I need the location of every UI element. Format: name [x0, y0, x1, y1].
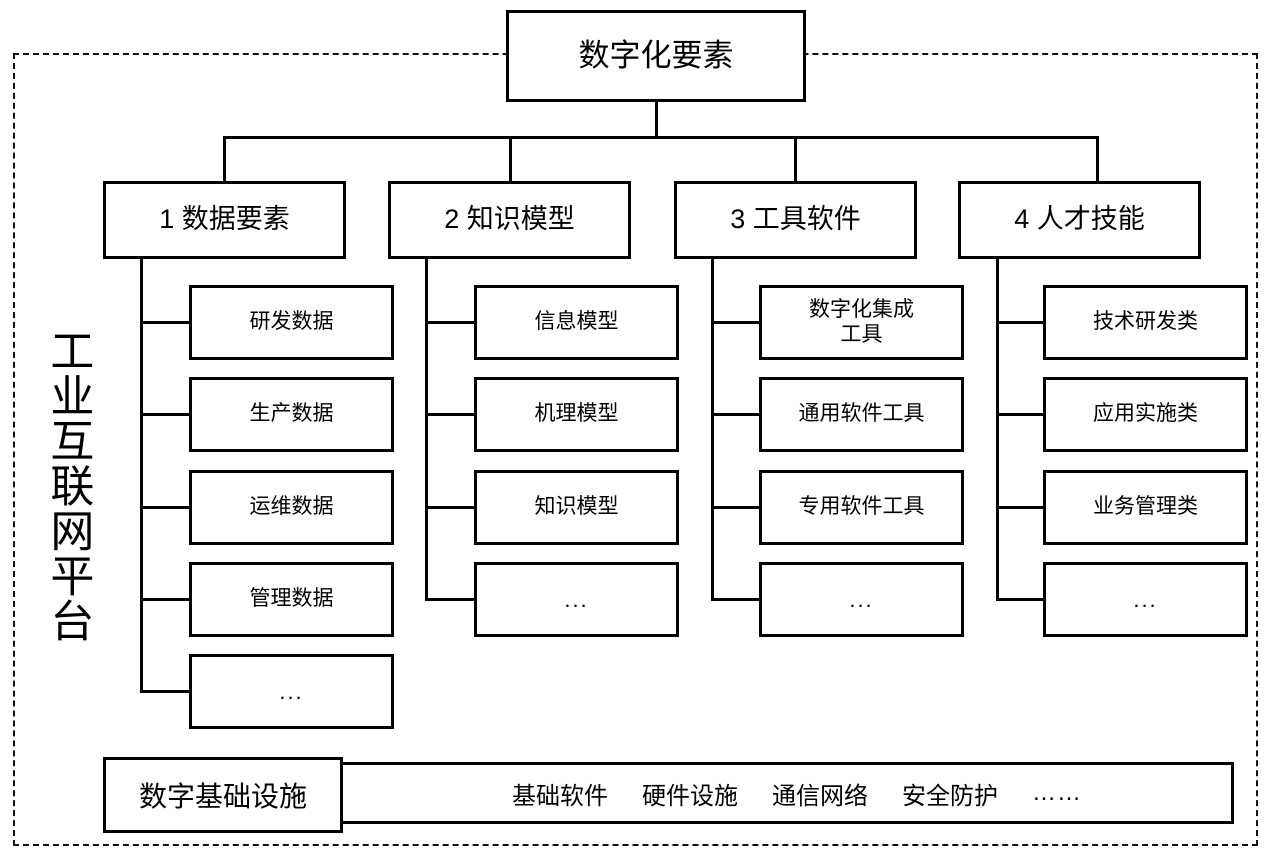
- connector-branch-3-1: [711, 321, 762, 324]
- leaf-node-3-4-ellipsis[interactable]: ...: [759, 562, 964, 637]
- leaf-node-1-4-label: 管理数据: [249, 587, 334, 611]
- category-node-3-label: 3 工具软件: [730, 204, 861, 235]
- leaf-node-1-5-ellipsis[interactable]: ...: [189, 654, 394, 729]
- root-node-digital-elements[interactable]: 数字化要素: [506, 10, 806, 102]
- connector-branch-2-3: [425, 506, 477, 509]
- connector-trunk-4: [996, 259, 999, 599]
- leaf-node-4-4-ellipsis[interactable]: ...: [1043, 562, 1248, 637]
- connector-branch-2-1: [425, 321, 477, 324]
- leaf-node-4-3[interactable]: 业务管理类: [1043, 470, 1248, 545]
- connector-trunk-1: [140, 259, 143, 691]
- category-node-1[interactable]: 1 数据要素: [103, 181, 346, 259]
- infrastructure-label: 数字基础设施: [138, 781, 307, 812]
- leaf-node-1-2[interactable]: 生产数据: [189, 377, 394, 452]
- connector-root-stem: [655, 102, 658, 138]
- connector-trunk-2: [425, 259, 428, 599]
- leaf-node-1-1[interactable]: 研发数据: [189, 285, 394, 360]
- connector-bus-drop-1: [223, 136, 226, 181]
- leaf-node-1-2-label: 生产数据: [249, 402, 334, 426]
- leaf-node-3-3[interactable]: 专用软件工具: [759, 470, 964, 545]
- leaf-node-2-3-label: 知识模型: [534, 495, 619, 519]
- connector-bus-drop-2: [509, 136, 512, 181]
- connector-branch-4-3: [996, 506, 1046, 509]
- leaf-node-2-4-label: ...: [564, 586, 589, 612]
- connector-branch-3-2: [711, 413, 762, 416]
- leaf-node-2-3[interactable]: 知识模型: [474, 470, 679, 545]
- leaf-node-2-2[interactable]: 机理模型: [474, 377, 679, 452]
- leaf-node-4-4-label: ...: [1133, 586, 1158, 612]
- connector-branch-3-3: [711, 506, 762, 509]
- connector-branch-2-4: [425, 598, 477, 601]
- platform-label: 工业互联网平台: [43, 327, 93, 643]
- infrastructure-item-4[interactable]: 安全防护: [902, 782, 998, 810]
- leaf-node-3-2-label: 通用软件工具: [798, 402, 925, 426]
- infrastructure-item-2[interactable]: 硬件设施: [642, 782, 738, 810]
- connector-bus-drop-4: [1096, 136, 1099, 181]
- category-node-3[interactable]: 3 工具软件: [674, 181, 917, 259]
- connector-bus-drop-3: [794, 136, 797, 181]
- leaf-node-4-1-label: 技术研发类: [1093, 310, 1198, 334]
- leaf-node-1-4[interactable]: 管理数据: [189, 562, 394, 637]
- leaf-node-2-1-label: 信息模型: [534, 310, 619, 334]
- leaf-node-4-1[interactable]: 技术研发类: [1043, 285, 1248, 360]
- leaf-node-3-1-label: 数字化集成 工具: [809, 297, 914, 346]
- leaf-node-3-1[interactable]: 数字化集成 工具: [759, 285, 964, 360]
- leaf-node-3-3-label: 专用软件工具: [798, 495, 925, 519]
- leaf-node-1-1-label: 研发数据: [249, 310, 334, 334]
- category-node-2[interactable]: 2 知识模型: [388, 181, 631, 259]
- connector-branch-4-1: [996, 321, 1046, 324]
- category-node-1-label: 1 数据要素: [159, 204, 290, 235]
- leaf-node-4-2[interactable]: 应用实施类: [1043, 377, 1248, 452]
- leaf-node-1-5-label: ...: [279, 678, 304, 704]
- leaf-node-2-1[interactable]: 信息模型: [474, 285, 679, 360]
- category-node-4[interactable]: 4 人才技能: [958, 181, 1201, 259]
- leaf-node-4-3-label: 业务管理类: [1093, 495, 1198, 519]
- leaf-node-1-3-label: 运维数据: [249, 495, 334, 519]
- infrastructure-items: 基础软件 硬件设施 通信网络 安全防护 ……: [360, 762, 1234, 824]
- connector-branch-1-3: [140, 506, 192, 509]
- connector-branch-4-2: [996, 413, 1046, 416]
- root-node-label: 数字化要素: [578, 37, 734, 73]
- connector-branch-1-2: [140, 413, 192, 416]
- infrastructure-item-1[interactable]: 基础软件: [512, 782, 608, 810]
- connector-branch-2-2: [425, 413, 477, 416]
- connector-branch-1-5: [140, 690, 192, 693]
- connector-branch-4-4: [996, 598, 1046, 601]
- leaf-node-2-4-ellipsis[interactable]: ...: [474, 562, 679, 637]
- leaf-node-3-4-label: ...: [849, 586, 874, 612]
- leaf-node-3-2[interactable]: 通用软件工具: [759, 377, 964, 452]
- connector-bus: [223, 136, 1099, 139]
- connector-branch-3-4: [711, 598, 762, 601]
- connector-trunk-3: [711, 259, 714, 599]
- leaf-node-1-3[interactable]: 运维数据: [189, 470, 394, 545]
- infrastructure-label-box[interactable]: 数字基础设施: [103, 757, 343, 833]
- category-node-4-label: 4 人才技能: [1014, 204, 1145, 235]
- infrastructure-item-ellipsis: ……: [1032, 779, 1082, 806]
- category-node-2-label: 2 知识模型: [444, 204, 575, 235]
- connector-branch-1-1: [140, 321, 192, 324]
- leaf-node-2-2-label: 机理模型: [534, 402, 619, 426]
- infrastructure-item-3[interactable]: 通信网络: [772, 782, 868, 810]
- leaf-node-4-2-label: 应用实施类: [1093, 402, 1198, 426]
- connector-branch-1-4: [140, 598, 192, 601]
